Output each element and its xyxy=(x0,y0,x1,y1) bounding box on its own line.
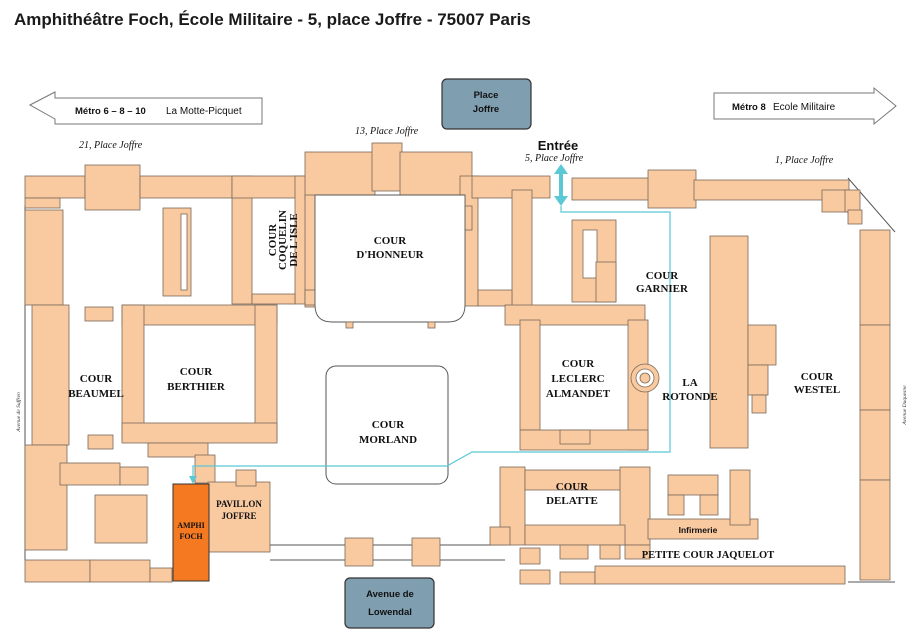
label-berthier-1: COUR xyxy=(180,366,213,378)
metro-left-sign: Métro 6 – 8 – 10 La Motte-Picquet xyxy=(28,91,263,125)
street-suffren: Avenue de Suffren xyxy=(15,392,22,433)
label-beaumel-2: BEAUMEL xyxy=(68,388,124,400)
label-beaumel-1: COUR xyxy=(80,373,113,385)
label-leclerc-1: COUR xyxy=(562,358,595,370)
address-13: 13, Place Joffre xyxy=(355,126,419,137)
address-5: 5, Place Joffre xyxy=(525,153,584,164)
label-honneur-2: D'HONNEUR xyxy=(356,249,424,261)
metro-right-line: Métro 8 xyxy=(732,102,766,113)
label-morland-2: MORLAND xyxy=(359,434,417,446)
entree-label: Entrée xyxy=(538,138,578,153)
label-honneur-1: COUR xyxy=(374,235,407,247)
label-westel-2: WESTEL xyxy=(794,384,840,396)
label-coquelin-3: DE L'ISLE xyxy=(288,213,300,267)
place-joffre-line1: Place xyxy=(474,90,499,101)
label-jaquelot: PETITE COUR JAQUELOT xyxy=(642,550,774,561)
metro-right-station: Ecole Militaire xyxy=(773,102,836,113)
metro-left-line: Métro 6 – 8 – 10 xyxy=(75,106,146,117)
label-infirmerie: Infirmerie xyxy=(679,525,718,535)
label-westel-1: COUR xyxy=(801,371,834,383)
metro-right-sign: Métro 8 Ecole Militaire xyxy=(713,86,897,126)
court-labels: COUR COQUELIN DE L'ISLE COUR D'HONNEUR C… xyxy=(68,210,840,561)
label-coquelin-2: COQUELIN xyxy=(277,210,289,270)
courtyards xyxy=(314,194,466,485)
label-berthier-2: BERTHIER xyxy=(167,381,226,393)
route-path xyxy=(192,206,671,478)
route-arrow-icon xyxy=(189,476,197,484)
label-garnier-1: COUR xyxy=(646,270,679,282)
label-amphi-1: AMPHI xyxy=(177,521,205,530)
avenue-lowendal-box: Avenue de Lowendal xyxy=(344,577,435,629)
metro-left-station: La Motte-Picquet xyxy=(166,106,242,117)
label-morland-1: COUR xyxy=(372,419,405,431)
label-delatte-2: DELATTE xyxy=(546,495,598,507)
label-garnier-2: GARNIER xyxy=(636,283,689,295)
place-joffre-box: Place Joffre xyxy=(441,78,532,130)
label-delatte-1: COUR xyxy=(556,481,589,493)
label-leclerc-3: ALMANDET xyxy=(546,388,611,400)
address-21: 21, Place Joffre xyxy=(79,140,143,151)
label-pavillon-2: JOFFRE xyxy=(222,511,257,521)
page-title: Amphithéâtre Foch, École Militaire - 5, … xyxy=(14,10,531,29)
address-1: 1, Place Joffre xyxy=(775,155,834,166)
label-amphi-2: FOCH xyxy=(179,532,203,541)
label-coquelin-1: COUR xyxy=(267,223,279,256)
label-pavillon-1: PAVILLON xyxy=(216,499,262,509)
label-rotonde-2: ROTONDE xyxy=(662,391,717,403)
label-rotonde-1: LA xyxy=(682,377,697,389)
lowendal-line1: Avenue de xyxy=(366,589,414,600)
place-joffre-line2: Joffre xyxy=(473,104,499,115)
entrance-arrow-icon xyxy=(554,164,568,206)
street-duquesne: Avenue Duquesne xyxy=(902,385,908,426)
label-leclerc-2: LECLERC xyxy=(551,373,604,385)
lowendal-line2: Lowendal xyxy=(368,607,412,618)
